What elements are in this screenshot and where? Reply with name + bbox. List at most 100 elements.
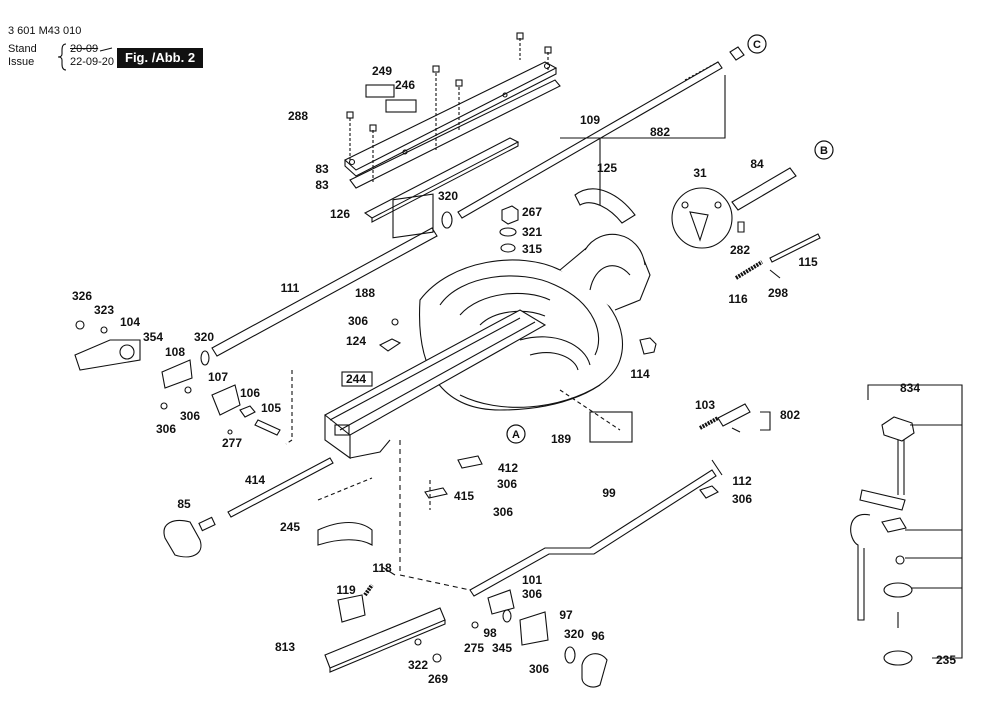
part-number-label: 111 bbox=[281, 281, 300, 295]
part-number-label: 107 bbox=[208, 370, 228, 384]
washer-321 bbox=[499, 227, 517, 237]
part-number-label: 320 bbox=[438, 189, 458, 203]
pin-298 bbox=[769, 269, 781, 279]
part-number-label: 323 bbox=[94, 303, 114, 317]
part-number-label: 414 bbox=[245, 473, 265, 487]
washer-315 bbox=[500, 243, 516, 253]
rod-111 bbox=[211, 227, 438, 357]
figure-badge: Fig. /Abb. 2 bbox=[117, 48, 204, 68]
part-number-label: 354 bbox=[143, 330, 163, 344]
nut-267 bbox=[501, 205, 519, 225]
nut-269 bbox=[432, 653, 442, 663]
nut-106 bbox=[239, 405, 256, 418]
pin-277 bbox=[227, 429, 233, 435]
spring-103 bbox=[699, 416, 719, 430]
part-number-label: 306 bbox=[497, 477, 517, 491]
part-number-label: 106 bbox=[240, 386, 260, 400]
washer-320-left bbox=[200, 350, 210, 366]
part-number-label: 412 bbox=[498, 461, 518, 475]
part-number-label: 103 bbox=[695, 398, 715, 412]
marker-circle bbox=[747, 34, 767, 54]
part-number-label: 99 bbox=[602, 486, 616, 500]
part-number-label: 125 bbox=[597, 161, 617, 175]
marker-a-text: A bbox=[512, 429, 520, 441]
inset-834 bbox=[850, 384, 963, 666]
cover-245 bbox=[317, 521, 373, 546]
nut-322 bbox=[414, 638, 422, 646]
shaft-84 bbox=[731, 167, 797, 211]
part-number-label: 96 bbox=[591, 629, 605, 643]
plate-97 bbox=[519, 611, 549, 646]
part-number-label: 108 bbox=[165, 345, 185, 359]
part-number-label: 244 bbox=[346, 372, 366, 386]
part-number-label: 298 bbox=[768, 286, 788, 300]
part-number-label: 85 bbox=[177, 497, 191, 511]
part-number-label: 109 bbox=[580, 113, 600, 127]
nut-326 bbox=[75, 320, 85, 330]
part-number-label: 267 bbox=[522, 205, 542, 219]
bolt-115 bbox=[769, 233, 821, 263]
part-number-label: 84 bbox=[750, 157, 764, 171]
part-number-label: 104 bbox=[120, 315, 140, 329]
stand-date: 20-09 bbox=[70, 43, 99, 55]
clip-112 bbox=[699, 485, 719, 499]
document-number: 3 601 M43 010 bbox=[8, 25, 82, 37]
part-number-label: 320 bbox=[194, 330, 214, 344]
pin-282 bbox=[737, 221, 745, 233]
part-number-label: 415 bbox=[454, 489, 474, 503]
part-number-label: 31 bbox=[693, 166, 707, 180]
part-number-label: 97 bbox=[559, 608, 573, 622]
part-number-label: 119 bbox=[336, 583, 356, 597]
screws-top bbox=[346, 32, 552, 182]
part-number-label: 315 bbox=[522, 242, 542, 256]
rod-109 bbox=[457, 61, 723, 219]
part-number-label: 288 bbox=[288, 109, 308, 123]
part-number-label: 188 bbox=[355, 286, 375, 300]
part-number-label: 321 bbox=[522, 225, 542, 239]
marker-circle bbox=[814, 140, 834, 160]
part-number-label: 249 bbox=[372, 64, 392, 78]
clip-124 bbox=[378, 338, 402, 352]
bracket-108 bbox=[161, 359, 193, 389]
pin-105 bbox=[254, 419, 281, 436]
block-107 bbox=[211, 384, 241, 416]
label-189 bbox=[589, 411, 633, 443]
part-number-label: 101 bbox=[522, 573, 542, 587]
header-brace bbox=[57, 43, 67, 71]
part-number-label: 306 bbox=[529, 662, 549, 676]
part-number-label: 98 bbox=[483, 626, 497, 640]
part-number-label: 118 bbox=[372, 561, 392, 575]
assembly-813 bbox=[324, 566, 446, 673]
knob-85 bbox=[163, 516, 216, 558]
part-number-label: 124 bbox=[346, 334, 366, 348]
part-number-label: 126 bbox=[330, 207, 350, 221]
knob-96 bbox=[581, 653, 608, 688]
lever-104 bbox=[74, 339, 141, 371]
plate-412 bbox=[457, 455, 483, 469]
part-number-label: 882 bbox=[650, 125, 670, 139]
part-number-label: 320 bbox=[564, 627, 584, 641]
washer-320-top bbox=[441, 211, 453, 229]
part-number-label: 275 bbox=[464, 641, 484, 655]
part-number-label: 834 bbox=[900, 381, 920, 395]
part-number-label: 813 bbox=[275, 640, 295, 654]
part-number-label: 306 bbox=[522, 587, 542, 601]
part-number-label: 112 bbox=[732, 474, 752, 488]
part-number-label: 115 bbox=[798, 255, 818, 269]
part-number-label: 322 bbox=[408, 658, 428, 672]
part-number-label: 83 bbox=[315, 178, 329, 192]
rod-99 bbox=[469, 469, 717, 597]
part-number-label: 114 bbox=[630, 367, 650, 381]
part-number-label: 245 bbox=[280, 520, 300, 534]
spring-116 bbox=[734, 260, 764, 280]
part-number-label: 277 bbox=[222, 436, 242, 450]
part-number-label: 105 bbox=[261, 401, 281, 415]
label-plate-249 bbox=[365, 84, 395, 98]
label-plate-246 bbox=[385, 99, 417, 113]
part-number-label: 306 bbox=[348, 314, 368, 328]
washer-320-low bbox=[564, 646, 576, 664]
label-244 bbox=[341, 371, 373, 387]
table-extension bbox=[324, 309, 547, 460]
